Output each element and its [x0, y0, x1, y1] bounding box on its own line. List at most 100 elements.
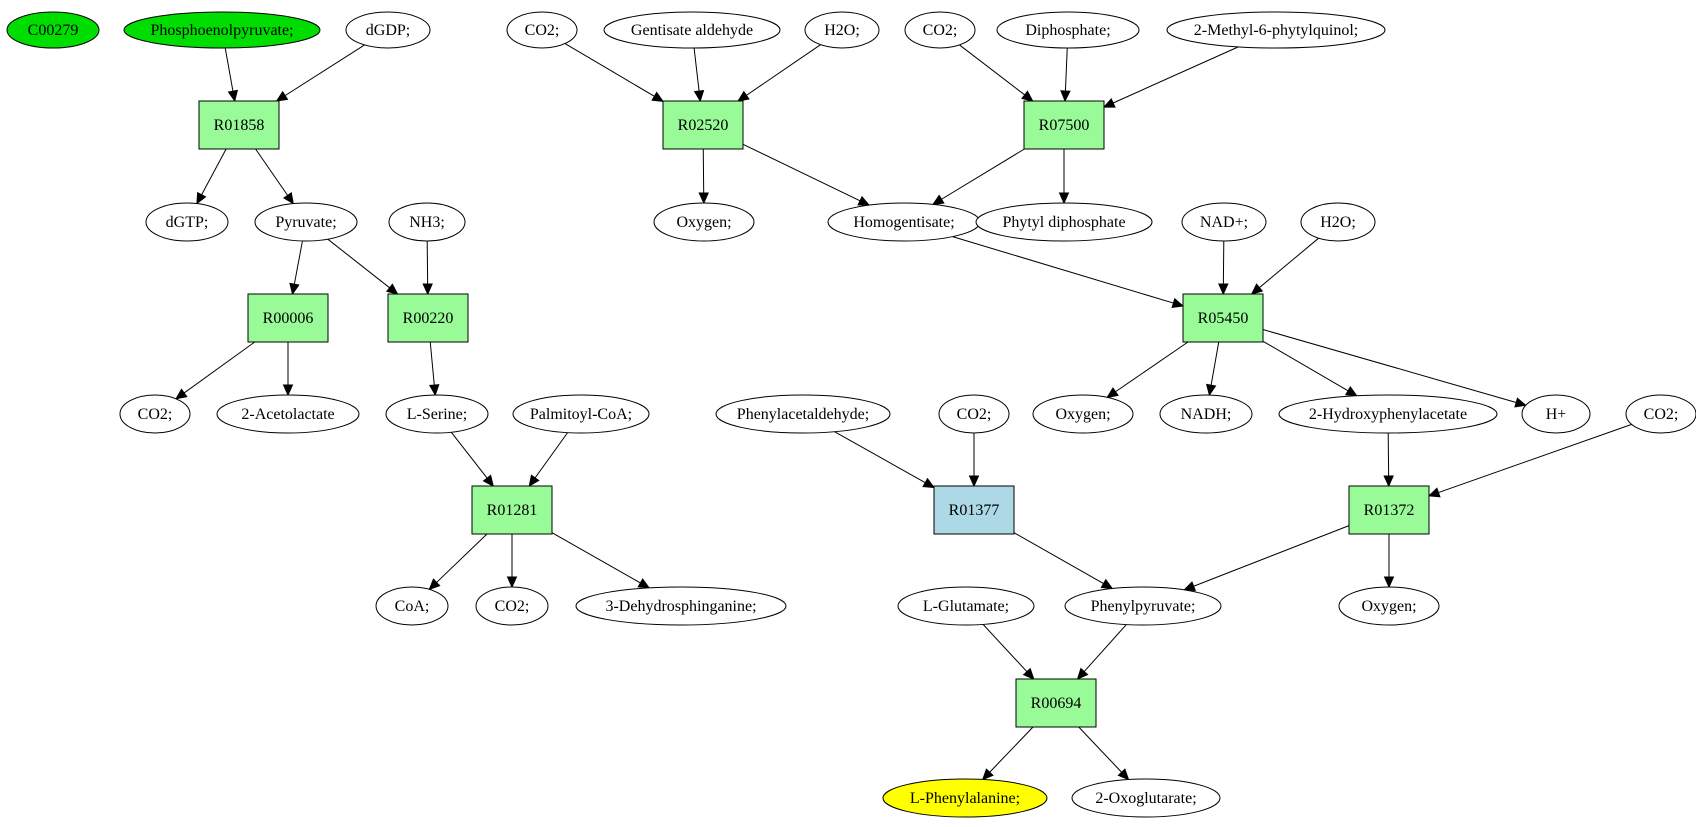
arrowhead-icon — [968, 475, 980, 488]
compound-node-gentisate-aldehyde: Gentisate aldehyde — [603, 11, 781, 49]
compound-node-l-glutamate: L-Glutamate; — [897, 586, 1035, 626]
reaction-box — [198, 100, 280, 150]
node-label: CO2; — [1644, 406, 1679, 423]
compound-node-nad: NAD+; — [1181, 202, 1267, 242]
edge-line — [201, 148, 227, 195]
compound-node-phytyl-diphosphate: Phytyl diphosphate — [975, 202, 1153, 242]
node-label: Diphosphate; — [1025, 22, 1110, 39]
edge-line — [1259, 237, 1319, 288]
node-label: R01281 — [487, 502, 538, 519]
compound-node-c00279: C00279 — [6, 11, 100, 49]
edge-line — [564, 43, 655, 97]
node-label: R00694 — [1031, 695, 1082, 712]
node-label: R01858 — [214, 117, 265, 134]
compound-ellipse — [216, 394, 360, 434]
arrowhead-icon — [1100, 578, 1114, 590]
node-label: R00220 — [403, 310, 454, 327]
arrowhead-icon — [227, 89, 239, 103]
edge-line — [693, 47, 700, 92]
edge-co2e-to-r01372 — [1427, 423, 1632, 498]
edge-pep-to-r01858 — [224, 47, 239, 103]
arrowhead-icon — [1344, 385, 1358, 397]
compound-ellipse — [1625, 394, 1696, 434]
node-label: Phytyl diphosphate — [1002, 214, 1125, 231]
edge-nh3-to-r00220 — [422, 240, 433, 296]
edge-line — [284, 44, 365, 97]
edge-r00694-to-lphe — [981, 726, 1034, 781]
reaction-node-r00694: R00694 — [1015, 678, 1097, 728]
arrowhead-icon — [1022, 667, 1035, 680]
arrowhead-icon — [1106, 387, 1119, 399]
node-label: dGDP; — [366, 22, 410, 39]
node-label: 2-Hydroxyphenylacetate — [1309, 406, 1467, 423]
edge-diph-to-r07500 — [1060, 47, 1071, 103]
arrowhead-icon — [175, 388, 188, 400]
edge-line — [742, 143, 861, 202]
node-label: CO2; — [138, 406, 173, 423]
compound-ellipse — [1064, 586, 1222, 626]
compound-node-palmitoyl-coa: Palmitoyl-CoA; — [512, 394, 650, 434]
compound-node-phosphoenolpyruvate: Phosphoenolpyruvate; — [123, 11, 321, 49]
reaction-node-r01858: R01858 — [198, 100, 280, 150]
edge-line — [1013, 532, 1104, 585]
node-label: dGTP; — [166, 214, 209, 231]
compound-ellipse — [975, 202, 1153, 242]
compound-ellipse — [1166, 11, 1386, 49]
edge-line — [1083, 624, 1127, 672]
edge-r01281-to-coa — [428, 533, 488, 591]
compound-node-co2: CO2; — [904, 11, 976, 49]
compound-node-diphosphate: Diphosphate; — [996, 11, 1140, 49]
compound-node-2-oxoglutarate: 2-Oxoglutarate; — [1071, 778, 1221, 818]
arrowhead-icon — [528, 474, 540, 487]
edge-co2b-to-r07500 — [959, 44, 1034, 102]
compound-node-phenylacetaldehyde: Phenylacetaldehyde; — [715, 394, 891, 434]
edge-r00006-to-acet — [282, 342, 294, 397]
node-label: Gentisate aldehyde — [631, 22, 753, 39]
edge-r01372-to-phpyr — [1183, 525, 1350, 591]
edge-lser-to-r01281 — [450, 431, 495, 487]
edge-mpq-to-r07500 — [1102, 46, 1239, 108]
edge-line — [1262, 340, 1349, 392]
edge-line — [959, 44, 1026, 96]
compound-node-pyruvate: Pyruvate; — [254, 202, 358, 242]
edge-dgdp-to-r01858 — [275, 44, 365, 102]
node-label: L-Glutamate; — [923, 598, 1009, 615]
compound-node-h2o: H2O; — [1300, 202, 1376, 242]
arrowhead-icon — [289, 282, 300, 296]
edge-line — [429, 341, 435, 386]
arrowhead-icon — [1058, 192, 1070, 205]
node-label: Pyruvate; — [275, 214, 336, 231]
compound-ellipse — [653, 202, 755, 242]
arrowhead-icon — [857, 195, 871, 206]
compound-node-co2: CO2; — [506, 11, 578, 49]
edge-line — [436, 533, 488, 583]
edge-r02520-to-oxya — [698, 148, 709, 205]
arrowhead-icon — [698, 192, 709, 205]
arrowhead-icon — [282, 384, 294, 397]
edge-line — [746, 44, 821, 96]
edge-co2a-to-r02520 — [564, 43, 665, 103]
arrowhead-icon — [422, 283, 433, 296]
arrowhead-icon — [981, 768, 994, 781]
arrowhead-icon — [282, 191, 294, 205]
node-label: H+ — [1546, 406, 1567, 423]
edge-line — [293, 240, 303, 285]
compound-ellipse — [1181, 202, 1267, 242]
compound-node-nh3: NH3; — [388, 202, 466, 242]
edge-line — [450, 431, 488, 479]
edge-phald-to-r01377 — [834, 431, 936, 489]
edge-line — [1115, 341, 1189, 393]
edge-line — [834, 431, 926, 484]
arrowhead-icon — [1514, 397, 1527, 408]
reaction-box — [1182, 293, 1264, 343]
node-label: NAD+; — [1200, 214, 1248, 231]
edge-line — [1438, 423, 1632, 494]
compound-node-2-hydroxyphenylacetate: 2-Hydroxyphenylacetate — [1278, 394, 1498, 434]
edge-h2ob-to-r05450 — [1250, 237, 1319, 295]
reaction-node-r01372: R01372 — [1348, 485, 1430, 535]
node-label: CO2; — [923, 22, 958, 39]
edge-r05450-to-hpa — [1262, 340, 1358, 397]
arrowhead-icon — [1076, 667, 1089, 680]
compound-ellipse — [715, 394, 891, 434]
arrowhead-icon — [506, 576, 518, 589]
